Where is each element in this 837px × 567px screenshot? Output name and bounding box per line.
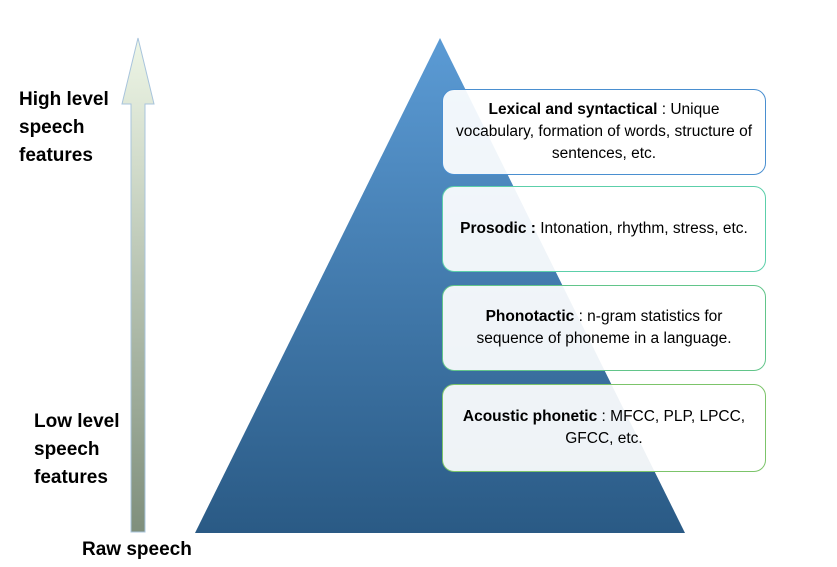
layer-box-prosodic: Prosodic : Intonation, rhythm, stress, e… bbox=[442, 186, 766, 272]
layer-text: Acoustic phonetic : MFCC, PLP, LPCC, GFC… bbox=[453, 406, 755, 450]
high-level-label: High level speech features bbox=[19, 89, 109, 166]
layer-term: Lexical and syntactical bbox=[488, 101, 658, 118]
layer-term: Acoustic phonetic bbox=[462, 408, 598, 425]
layer-text: Prosodic : Intonation, rhythm, stress, e… bbox=[460, 218, 748, 240]
layer-desc: : n-gram statistics for sequence of phon… bbox=[476, 308, 732, 347]
low-level-label: Low level speech features bbox=[34, 411, 120, 488]
layer-text: Lexical and syntactical : Unique vocabul… bbox=[453, 99, 755, 165]
layer-desc: : MFCC, PLP, LPCC, GFCC, etc. bbox=[565, 408, 746, 447]
layer-desc: : Unique vocabulary, formation of words,… bbox=[455, 101, 753, 162]
layer-desc: Intonation, rhythm, stress, etc. bbox=[535, 220, 748, 237]
layer-box-lexical: Lexical and syntactical : Unique vocabul… bbox=[442, 89, 766, 175]
arrow-shape bbox=[121, 37, 155, 533]
layer-text: Phonotactic : n-gram statistics for sequ… bbox=[453, 306, 755, 350]
layer-term: Prosodic : bbox=[460, 220, 536, 237]
raw-speech-label: Raw speech bbox=[82, 539, 192, 560]
layer-box-acoustic: Acoustic phonetic : MFCC, PLP, LPCC, GFC… bbox=[442, 384, 766, 472]
layer-box-phonotactic: Phonotactic : n-gram statistics for sequ… bbox=[442, 285, 766, 371]
vertical-arrow bbox=[121, 37, 155, 533]
layer-term: Phonotactic bbox=[485, 308, 575, 325]
